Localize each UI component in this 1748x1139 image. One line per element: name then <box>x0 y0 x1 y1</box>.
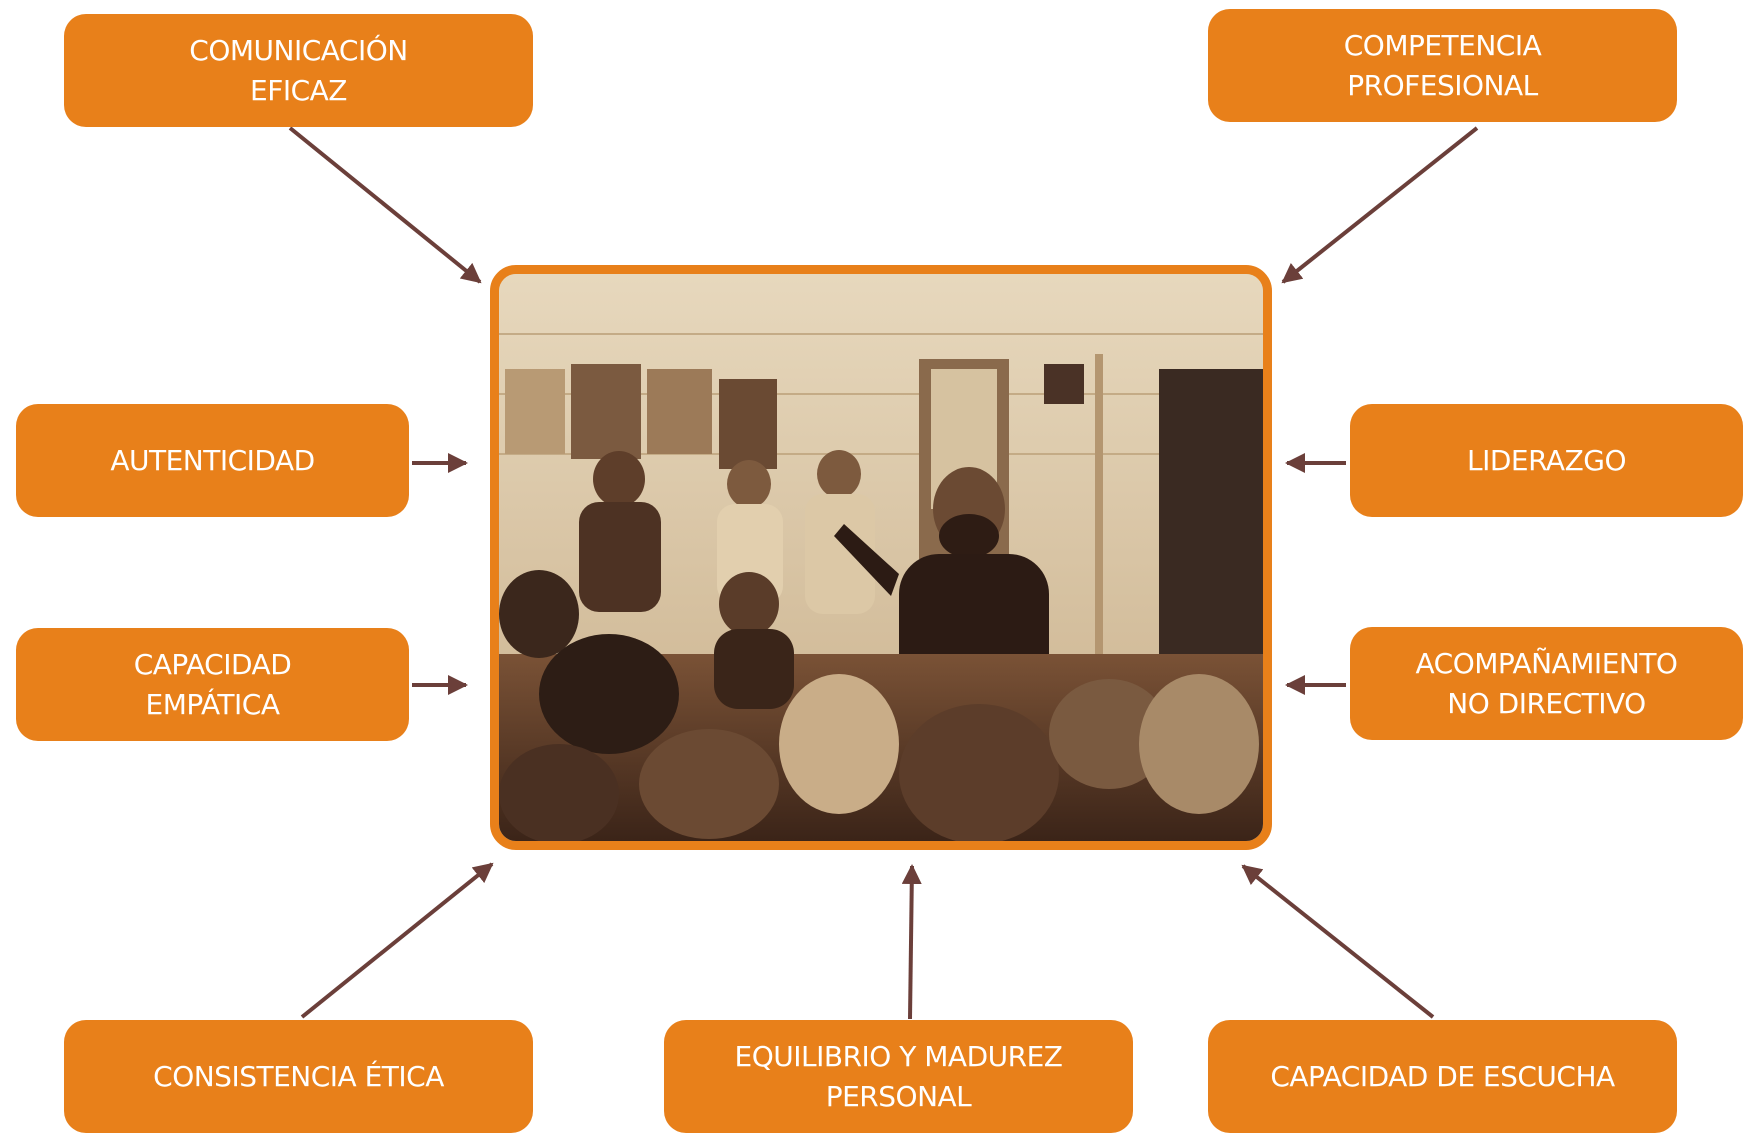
box-autenticidad: AUTENTICIDAD <box>16 404 409 517</box>
box-label-line: CONSISTENCIA ÉTICA <box>153 1059 444 1093</box>
arrow-comunicacion <box>288 126 482 284</box>
arrow-competencia <box>1281 126 1479 284</box>
arrow-consistencia <box>300 862 494 1019</box>
box-label-line: CAPACIDAD <box>133 647 292 681</box>
box-liderazgo: LIDERAZGO <box>1350 404 1743 517</box>
box-label-line: CAPACIDAD DE ESCUCHA <box>1270 1059 1615 1093</box>
photo-illustration <box>499 274 1263 841</box>
box-label-line: COMUNICACIÓN <box>189 33 408 67</box>
box-label-line: AUTENTICIDAD <box>110 443 315 477</box>
box-label-line: PERSONAL <box>825 1079 972 1113</box>
box-consistencia-etica: CONSISTENCIA ÉTICA <box>64 1020 533 1133</box>
arrow-escucha <box>1241 864 1435 1019</box>
box-comunicacion-eficaz: COMUNICACIÓN EFICAZ <box>64 14 533 127</box>
box-capacidad-empatica: CAPACIDAD EMPÁTICA <box>16 628 409 741</box>
arrow-equilibrio <box>901 864 922 1020</box>
box-competencia-profesional: COMPETENCIA PROFESIONAL <box>1208 9 1677 122</box>
box-label-line: ACOMPAÑAMIENTO <box>1415 646 1678 680</box>
box-capacidad-de-escucha: CAPACIDAD DE ESCUCHA <box>1208 1020 1677 1133</box>
box-label-line: NO DIRECTIVO <box>1447 686 1646 720</box>
box-acompanamiento-no-directivo: ACOMPAÑAMIENTO NO DIRECTIVO <box>1350 627 1743 740</box>
box-label-line: EQUILIBRIO Y MADUREZ <box>734 1039 1063 1073</box>
box-label-line: COMPETENCIA <box>1343 28 1542 62</box>
box-label-line: PROFESIONAL <box>1347 68 1538 102</box>
box-label-line: EFICAZ <box>250 73 347 107</box>
classroom-photo <box>490 265 1272 850</box>
box-label-line: LIDERAZGO <box>1466 443 1627 477</box>
box-equilibrio-madurez: EQUILIBRIO Y MADUREZ PERSONAL <box>664 1020 1133 1133</box>
box-label-line: EMPÁTICA <box>145 687 280 721</box>
